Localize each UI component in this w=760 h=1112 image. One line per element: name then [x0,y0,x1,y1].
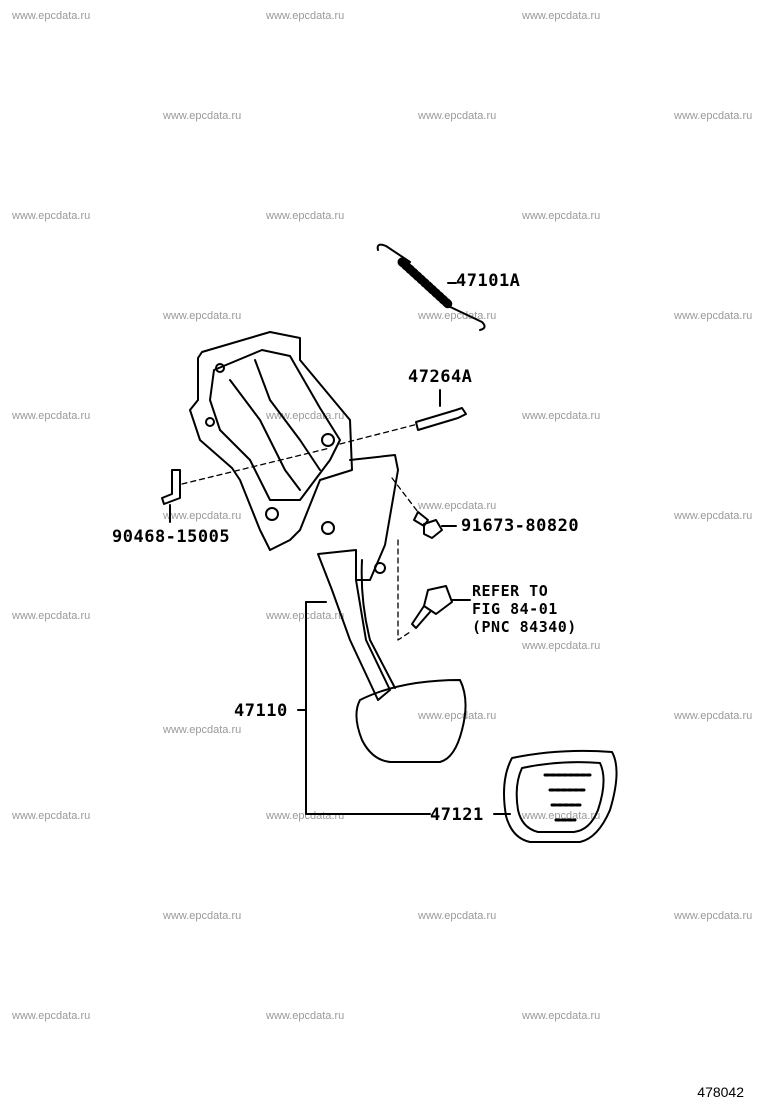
part-label-47264A[interactable]: 47264A [408,367,473,387]
part-label-47110[interactable]: 47110 [234,701,288,721]
watermark: www.epcdata.ru [163,724,242,736]
bolt [413,511,457,539]
watermark: www.epcdata.ru [163,110,242,122]
watermark: www.epcdata.ru [12,1010,91,1022]
part-label-47121[interactable]: 47121 [430,805,484,825]
watermark: www.epcdata.ru [418,710,497,722]
watermark: www.epcdata.ru [674,110,753,122]
reference-line-2: FIG 84-01 [472,600,558,618]
watermark: www.epcdata.ru [674,510,753,522]
watermark: www.epcdata.ru [674,710,753,722]
watermark: www.epcdata.ru [522,1010,601,1022]
assembly-lines [181,423,419,641]
watermark: www.epcdata.ru [418,500,497,512]
pedal-pad [503,749,618,843]
watermark: www.epcdata.ru [266,410,345,422]
reference-line-3: (PNC 84340) [472,618,577,636]
stop-lamp-switch [411,585,471,629]
watermark: www.epcdata.ru [522,810,601,822]
watermark: www.epcdata.ru [12,210,91,222]
watermark: www.epcdata.ru [163,910,242,922]
part-label-91673-80820[interactable]: 91673-80820 [461,516,580,536]
watermark: www.epcdata.ru [163,310,242,322]
clevis-pin [415,389,467,431]
clip [161,469,181,505]
leader-lines [297,601,511,815]
reference-note[interactable]: REFER TO FIG 84-01 (PNC 84340) [472,582,577,636]
watermark: www.epcdata.ru [522,640,601,652]
pedal-bracket [189,331,353,551]
part-label-47101A[interactable]: 47101A [456,271,521,291]
watermark: www.epcdata.ru [163,510,242,522]
watermark: www.epcdata.ru [266,10,345,22]
pedal-pad-mounted [355,679,467,763]
pedal-arm [317,454,399,701]
figure-code: 478042 [697,1084,744,1100]
reference-line-1: REFER TO [472,582,549,600]
watermark: www.epcdata.ru [12,810,91,822]
watermark: www.epcdata.ru [418,910,497,922]
watermark: www.epcdata.ru [12,610,91,622]
part-label-90468-15005[interactable]: 90468-15005 [112,527,231,547]
watermark: www.epcdata.ru [522,10,601,22]
watermark: www.epcdata.ru [266,210,345,222]
watermark: www.epcdata.ru [12,10,91,22]
watermark: www.epcdata.ru [522,210,601,222]
watermark: www.epcdata.ru [418,110,497,122]
watermark: www.epcdata.ru [522,410,601,422]
watermark: www.epcdata.ru [12,410,91,422]
watermark: www.epcdata.ru [674,310,753,322]
watermark: www.epcdata.ru [674,910,753,922]
watermark: www.epcdata.ru [266,1010,345,1022]
return-spring [376,243,486,331]
